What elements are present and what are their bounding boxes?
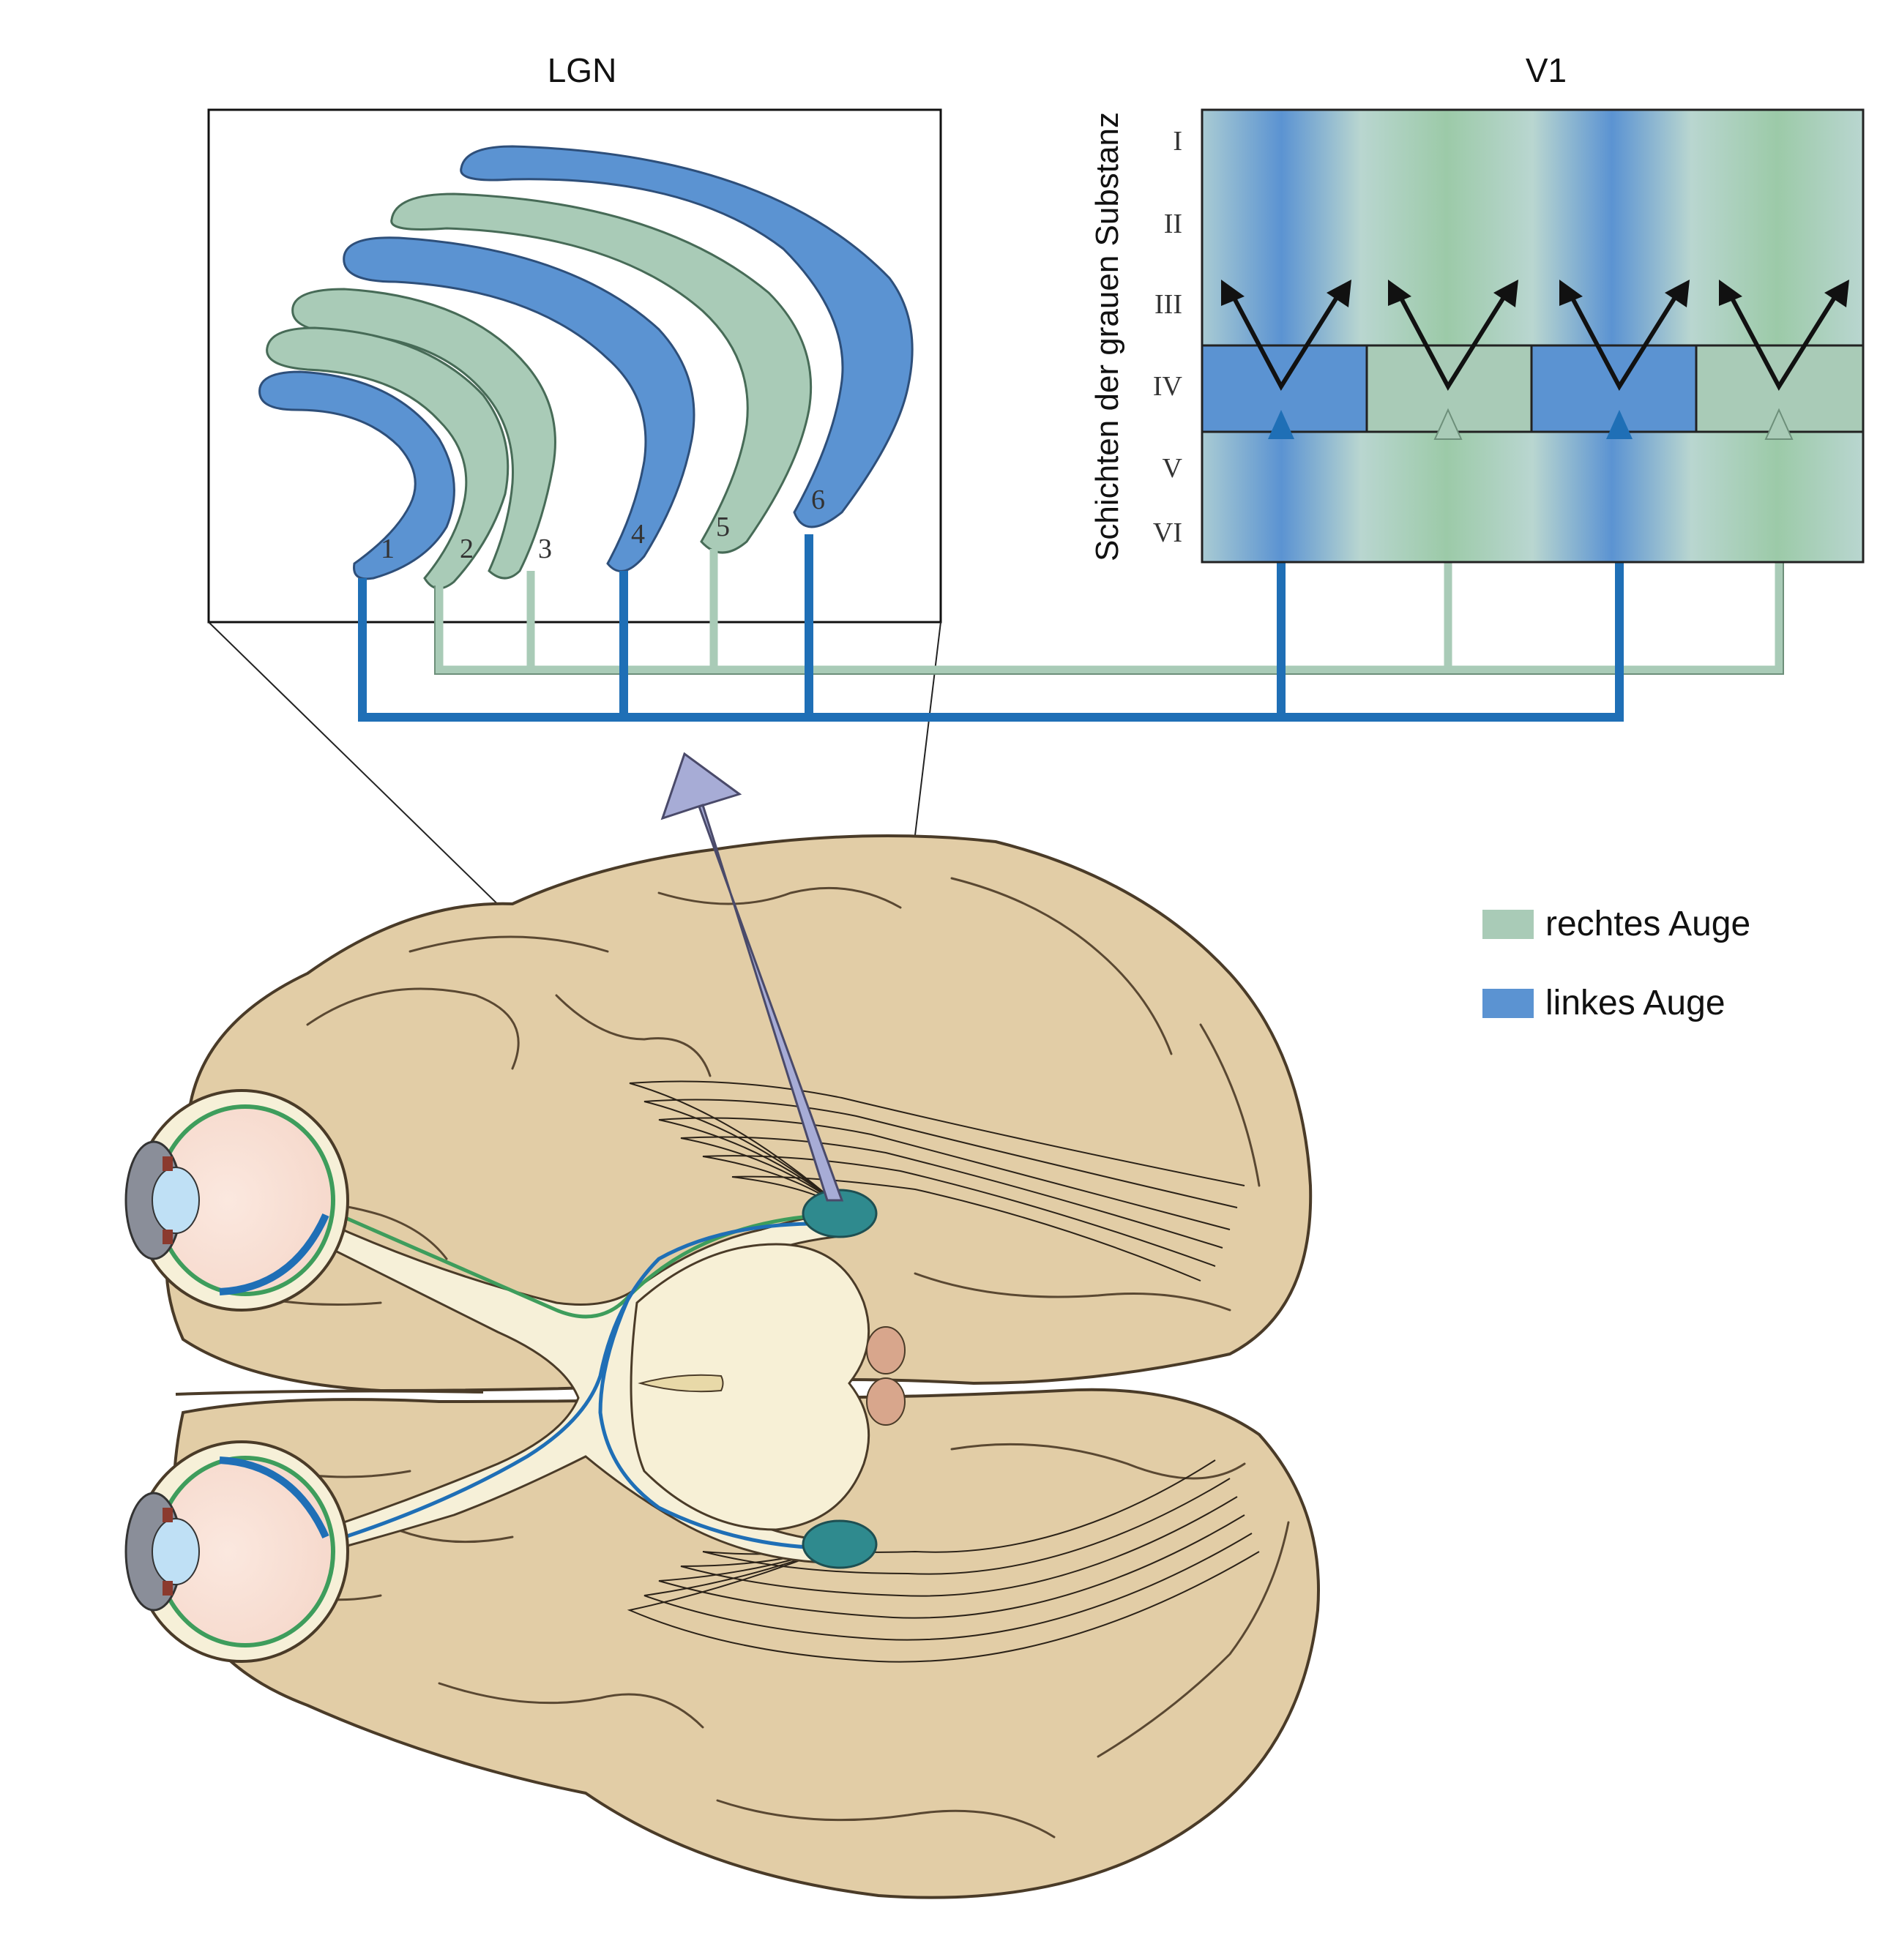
legend-swatch-left-eye <box>1482 988 1534 1018</box>
lgn-title: LGN <box>548 51 617 89</box>
v1-input-arrowhead-2 <box>1433 408 1463 440</box>
sulcus-1 <box>306 987 520 1070</box>
v1-panel: I II III IV V VI Schichten der grauen Su… <box>1089 108 1865 564</box>
legend-swatch-right-eye <box>1482 909 1534 939</box>
v1-layer-label-2: II <box>1164 209 1182 239</box>
lgn-layer-2 <box>266 326 510 590</box>
v1-title: V1 <box>1526 51 1567 89</box>
v1-layer-label-3: III <box>1154 289 1182 320</box>
sulcus-12 <box>438 1682 704 1729</box>
v1-layer-label-4: IV <box>1153 371 1183 402</box>
sulcus-5 <box>1199 1023 1261 1187</box>
fiber-u-3 <box>658 1117 1231 1230</box>
sulcus-4 <box>950 877 1173 1055</box>
lgn-layer-4 <box>343 236 695 572</box>
v1-arrowhead-3b <box>1665 280 1690 307</box>
eye-lower-lens <box>152 1518 200 1585</box>
eye-upper-lens <box>152 1167 200 1234</box>
v1-columns <box>1201 108 1865 564</box>
lgn-layer-6 <box>460 145 914 528</box>
eye-lower-retina-blue <box>219 1456 329 1539</box>
v1-v-arrow-1 <box>1229 291 1342 391</box>
fiber-l-2 <box>643 1533 1253 1641</box>
v1-v-arrow-3 <box>1567 291 1680 391</box>
lgn-layer-5 <box>390 192 813 554</box>
sulcus-14 <box>1097 1521 1290 1758</box>
v1-input-arrows <box>1268 408 1794 440</box>
fiber-u-5 <box>702 1155 1216 1267</box>
legend-label-right-eye: rechtes Auge <box>1545 905 1751 943</box>
v1-arrowhead-4b <box>1824 280 1849 307</box>
v1-intracortical-arrows <box>1229 291 1840 391</box>
lgn-lower <box>802 1519 878 1569</box>
fiber-u-2 <box>643 1099 1238 1208</box>
fiber-l-4 <box>680 1496 1238 1597</box>
sulcus-9 <box>914 1272 1231 1312</box>
zoom-arrow <box>660 752 844 1202</box>
v1-v-arrow-2 <box>1396 291 1509 391</box>
lgn-layer-number-2: 2 <box>460 534 474 564</box>
legend-right-eye: rechtes Auge <box>1482 904 1750 944</box>
lgn-inset: 1 2 3 4 5 6 <box>207 108 942 624</box>
mammillary-body-upper <box>866 1326 906 1374</box>
mammillary-body-lower <box>866 1377 906 1426</box>
v1-layer-iv-block-3 <box>1530 344 1698 433</box>
brain <box>124 834 1320 1899</box>
eye-lower <box>124 1440 349 1663</box>
v1-layer-label-1: I <box>1173 126 1182 157</box>
fiber-u-1 <box>629 1080 1245 1208</box>
sulcus-6 <box>555 994 712 1077</box>
eye-lower-iris <box>163 1508 173 1596</box>
lgn-upper <box>802 1189 878 1238</box>
v1-layer-label-5: V <box>1163 453 1183 484</box>
v1-input-arrowhead-3 <box>1606 410 1633 439</box>
eye-upper <box>124 1089 349 1312</box>
v1-layer-label-6: VI <box>1153 517 1182 548</box>
right-eye-outline-outer <box>434 454 1784 675</box>
lgn-layer-number-6: 6 <box>811 485 825 515</box>
lgn-layer-1 <box>258 370 455 580</box>
fiber-l-3 <box>658 1514 1245 1619</box>
fiber-l-1 <box>627 1544 1260 1663</box>
legend-left-eye: linkes Auge <box>1482 983 1725 1023</box>
left-eye-path <box>358 454 1624 722</box>
lgn-layer-number-5: 5 <box>716 512 730 542</box>
midbrain-aqueduct <box>638 1374 724 1393</box>
right-eye-projection-outline <box>434 454 1784 675</box>
lgn-layer-number-1: 1 <box>381 534 395 564</box>
v1-arrowhead-4a <box>1719 280 1742 306</box>
blue-fiber-upper <box>598 1294 821 1550</box>
v1-axis-label: Schichten der grauen Substanz <box>1089 112 1125 561</box>
sulcus-3 <box>657 886 902 909</box>
sulcus-13 <box>716 1799 1056 1839</box>
midbrain <box>630 1243 870 1531</box>
brain-fissure <box>175 1389 484 1396</box>
v1-input-arrowhead-4 <box>1764 408 1794 440</box>
sulcus-2 <box>408 935 609 953</box>
v1-arrowhead-3a <box>1559 280 1583 306</box>
v1-input-arrowhead-1 <box>1268 410 1294 439</box>
lgn-layer-number-3: 3 <box>538 534 552 564</box>
v1-arrowhead-1a <box>1221 280 1245 306</box>
blue-fiber-lower <box>321 1222 828 1546</box>
v1-arrowhead-2b <box>1493 280 1518 307</box>
legend-label-left-eye: linkes Auge <box>1545 984 1725 1022</box>
lgn-layer-number-4: 4 <box>631 519 645 550</box>
eye-upper-retina-blue <box>219 1213 329 1295</box>
fiber-u-6 <box>731 1175 1201 1282</box>
lgn-layer-3 <box>291 288 556 580</box>
v1-v-arrow-4 <box>1727 291 1840 391</box>
v1-arrowheads <box>1221 280 1849 307</box>
sulcus-15 <box>950 1443 1246 1480</box>
eye-upper-iris <box>163 1156 173 1244</box>
v1-arrowhead-2a <box>1388 280 1411 306</box>
v1-arrowhead-1b <box>1327 280 1351 307</box>
